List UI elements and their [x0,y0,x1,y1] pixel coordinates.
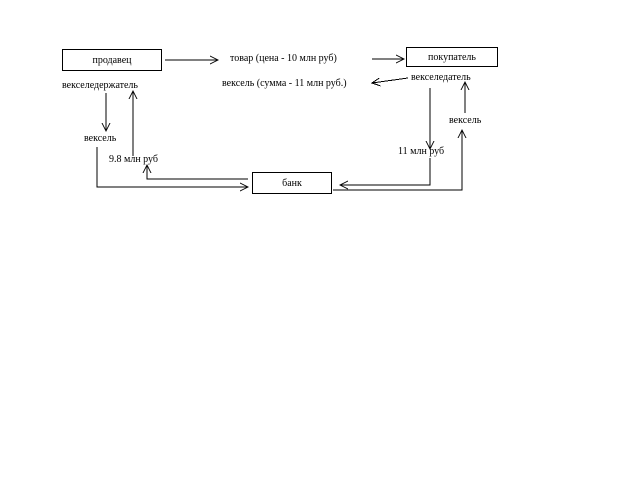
bill-right-label: вексель [449,115,482,126]
bill-sum-label: вексель (сумма - 11 млн руб.) [222,78,347,89]
holder-label: векселедержатель [62,80,138,91]
buyer-node: покупатель [406,47,498,67]
arrow-drawer-to-bill [372,77,409,83]
seller-node: продавец [62,49,162,71]
arrow-bank-to-bill-right [333,130,462,191]
arrow-bill-to-bank [96,147,248,187]
arrow-bank-to-amount-left [147,165,248,180]
arrow-amount-right-to-bank [340,158,431,185]
goods-label: товар (цена - 10 млн руб) [230,53,337,64]
bank-node: банк [252,172,332,194]
bill-left-label: вексель [84,133,117,144]
amount-right-label: 11 млн руб [398,146,445,157]
amount-left-label: 9.8 млн руб [109,154,158,165]
drawer-label: векселедатель [411,72,471,83]
